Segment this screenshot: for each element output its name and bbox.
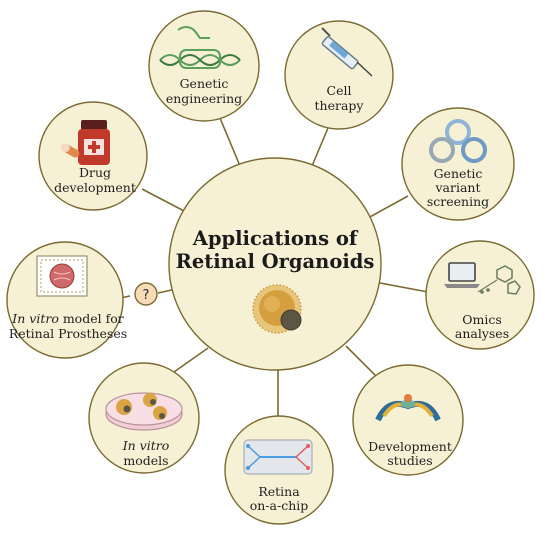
label-in-vitro-prostheses-1: In vitro model for: [11, 311, 123, 326]
center-node: Applications of Retinal Organoids: [168, 157, 382, 371]
dna-plasmid-icon: [159, 26, 241, 69]
rings-icon: [429, 119, 487, 163]
node-in-vitro-models: In vitro models: [88, 362, 200, 474]
organoid-icon: [252, 284, 302, 334]
syringe-icon: [321, 27, 373, 77]
label-cell-therapy-1: Cell: [327, 83, 352, 98]
label-in-vitro-models-1: In vitro: [122, 438, 170, 453]
question-marker: ?: [134, 282, 158, 306]
spoke-cell-therapy: [311, 127, 329, 167]
center-circle: [168, 157, 382, 371]
spokes: [114, 117, 429, 420]
spoke-genetic-engineering: [219, 117, 241, 167]
label-development-studies-1: Development: [368, 439, 452, 454]
label-retina-on-a-chip-1: Retina: [258, 484, 300, 499]
node-cell-therapy: Cell therapy: [284, 20, 394, 130]
embryo-section-icon: [375, 394, 441, 422]
center-title-line-2: Retinal Organoids: [176, 250, 375, 273]
node-genetic-variant-screening: Genetic variant screening: [401, 107, 515, 221]
label-in-vitro-prostheses-2: Retinal Prostheses: [9, 326, 127, 341]
label-development-studies-2: studies: [387, 453, 432, 468]
node-development-studies: Development studies: [352, 364, 464, 476]
label-drug-development-2: development: [54, 180, 136, 195]
pill-bottle-icon: [60, 120, 110, 165]
label-cell-therapy-2: therapy: [315, 98, 365, 113]
question-mark-text: ?: [143, 288, 150, 303]
label-retina-on-a-chip-2: on-a-chip: [250, 498, 309, 513]
spoke-omics-analyses: [379, 282, 429, 293]
label-genetic-engineering-2: engineering: [166, 91, 242, 106]
spoke-genetic-variant-screening: [367, 195, 409, 219]
node-genetic-engineering: Genetic engineering: [148, 10, 260, 122]
node-omics-analyses: Omics analyses: [425, 240, 535, 350]
label-omics-analyses-1: Omics: [462, 312, 502, 327]
laptop-molecule-icon: [444, 262, 521, 295]
label-genetic-variant-screening-2: variant: [434, 180, 480, 195]
spoke-drug-development: [141, 188, 187, 213]
spoke-in-vitro-models: [173, 347, 209, 373]
node-drug-development: Drug development: [38, 101, 148, 211]
label-genetic-variant-screening-1: Genetic: [434, 166, 483, 181]
petri-dish-icon: [105, 392, 183, 431]
center-title-line-1: Applications of: [192, 227, 359, 250]
node-in-vitro-prostheses: In vitro model for Retinal Prostheses: [6, 241, 127, 359]
label-drug-development-1: Drug: [79, 165, 111, 180]
node-retina-on-a-chip: Retina on-a-chip: [224, 415, 334, 525]
label-in-vitro-models-2: models: [123, 453, 168, 468]
label-omics-analyses-2: analyses: [455, 326, 509, 341]
retinal-implant-icon: [36, 255, 88, 297]
label-genetic-engineering-1: Genetic: [180, 76, 229, 91]
microfluidic-chip-icon: [243, 439, 313, 475]
label-genetic-variant-screening-3: screening: [427, 194, 489, 209]
